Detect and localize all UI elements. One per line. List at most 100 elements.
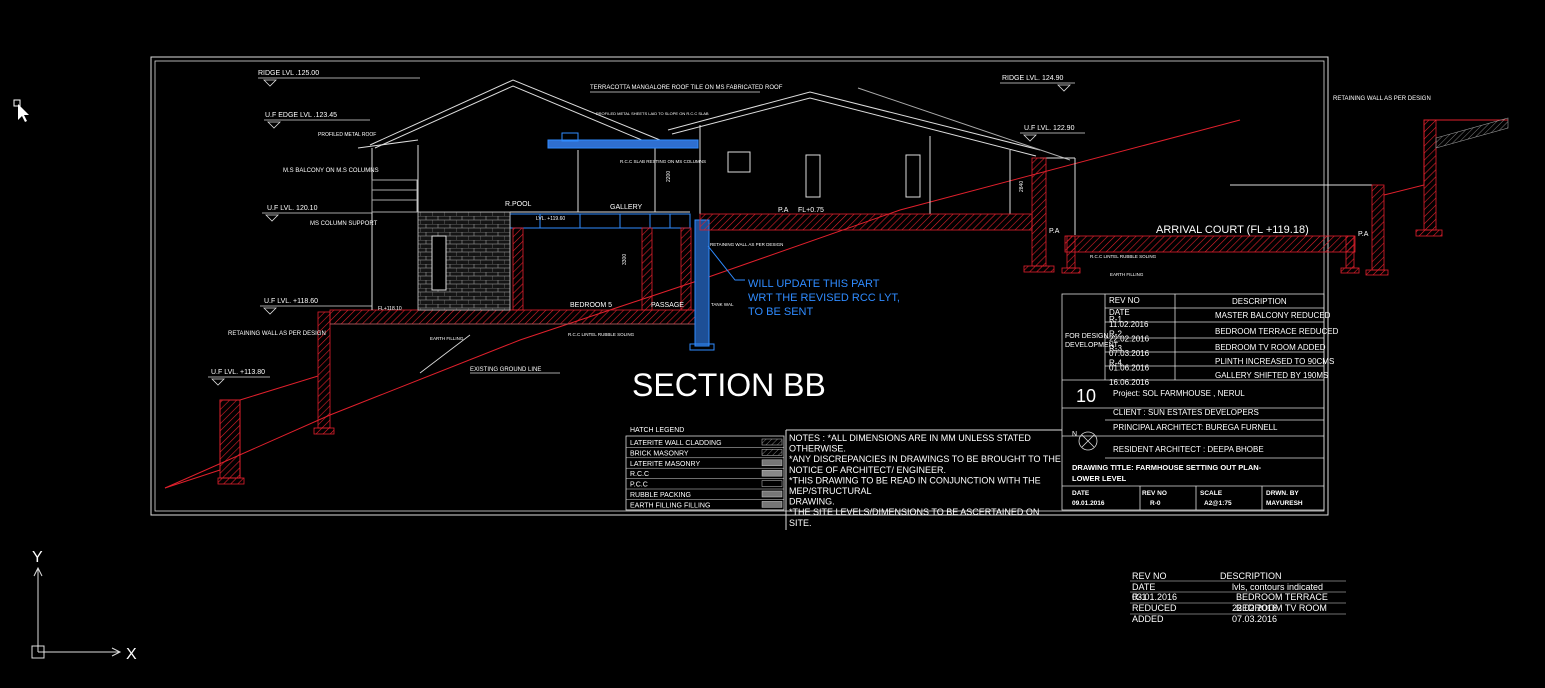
label-tank-wall: TANK WAL <box>711 302 734 307</box>
legend-item-label: LATERITE MASONRY <box>630 461 700 468</box>
loose-revision-table <box>1130 580 1346 615</box>
label-pa-2: P.A <box>1049 228 1060 235</box>
loose-row-rev: REDUCED <box>1132 603 1177 613</box>
legend-swatch <box>761 438 783 446</box>
label-terracotta: TERRACOTTA MANGALORE ROOF TILE ON MS FAB… <box>590 85 783 91</box>
loose-row-desc: BEDROOM TERRACE <box>1236 592 1328 602</box>
dim-2200: 2200 <box>666 171 672 182</box>
ucs-x-label: X <box>126 646 137 663</box>
right-retaining-post <box>1031 157 1047 267</box>
revision-date: 01.06.2016 <box>1109 364 1150 373</box>
for-design-label: FOR DESIGN <box>1065 333 1109 340</box>
label-retaining-right: RETAINING WALL AS PER DESIGN <box>1333 96 1431 102</box>
revno-value: R-0 <box>1150 500 1161 507</box>
revision-date: 11.02.2016 <box>1109 320 1149 329</box>
date-header: DATE <box>1109 308 1130 317</box>
loose-date-header: DATE <box>1132 582 1155 592</box>
note-line: NOTES : *ALL DIMENSIONS ARE IN MM UNLESS… <box>789 433 1031 443</box>
label-uf-edge: U.F EDGE LVL .123.45 <box>265 112 337 119</box>
label-profiled-roof: PROFILED METAL ROOF <box>318 132 376 138</box>
legend-swatch <box>761 449 783 456</box>
ucs-axis-icon <box>31 566 122 659</box>
label-bedroom: BEDROOM 5 <box>570 302 612 309</box>
label-r-pool: R.POOL <box>505 201 532 208</box>
loose-row-date: 07.03.2016 <box>1232 614 1277 624</box>
desc-header: DESCRIPTION <box>1232 297 1287 306</box>
note-line: DRAWING. <box>789 497 835 507</box>
label-existing-ground: EXISTING GROUND LINE <box>470 367 541 373</box>
rev-header: REV NO <box>1109 296 1140 305</box>
scale-label: SCALE <box>1200 490 1223 497</box>
label-ridge-right: RIDGE LVL. 124.90 <box>1002 75 1063 82</box>
hatch-legend-title: HATCH LEGEND <box>630 427 684 434</box>
lower-walls <box>512 219 715 351</box>
level-markers <box>208 77 1085 386</box>
revision-note-blue: WILL UPDATE THIS PART WRT THE REVISED RC… <box>707 245 900 318</box>
section-title: SECTION BB <box>632 367 826 403</box>
scale-value: A2@1:75 <box>1204 500 1232 507</box>
hatch-legend: HATCH LEGEND LATERITE WALL CLADDINGBRICK… <box>625 427 785 511</box>
pick-cursor-icon <box>13 99 29 122</box>
legend-swatch <box>761 501 783 508</box>
label-arrival-court: ARRIVAL COURT (FL +119.18) <box>1156 224 1309 236</box>
label-uf-118: U.F LVL. +118.60 <box>264 298 318 305</box>
loose-rev-header: REV NO <box>1132 571 1167 581</box>
left-building <box>357 79 699 310</box>
project-name: Project: SOL FARMHOUSE , NERUL <box>1113 389 1245 398</box>
label-ms-balcony: M.S BALCONY ON M.S COLUMNS <box>283 168 379 174</box>
blue-note-line-3: TO BE SENT <box>748 306 813 318</box>
label-earth-filling-right: EARTH FILLING <box>1110 272 1144 277</box>
drawing-frame-outer <box>150 56 1329 516</box>
drawing-title: DRAWING TITLE: FARMHOUSE SETTING OUT PLA… <box>1072 463 1262 472</box>
label-passage: PASSAGE <box>651 302 684 309</box>
label-profiled-sheets: PROFILED METAL SHEETS LAID TO SLOPE ON R… <box>596 111 709 116</box>
note-line: *THE SITE LEVELS/DIMENSIONS TO BE ASCERT… <box>789 507 1039 517</box>
label-fl-low: FL+118.10 <box>378 306 402 312</box>
note-line: MEP/STRUCTURAL <box>789 486 872 496</box>
right-floor-slab <box>699 213 1033 231</box>
revision-number: R-4 <box>1109 359 1122 368</box>
revision-number: R-1 <box>1109 315 1122 324</box>
dim-2840: 2840 <box>1019 181 1025 192</box>
right-retaining-footing <box>1023 265 1055 273</box>
legend-item-label: RUBBLE PACKING <box>630 492 691 499</box>
note-line: NOTICE OF ARCHITECT/ ENGINEER. <box>789 465 946 475</box>
label-rcc-lintel-right: R.C.C LINTEL RUBBLE SOLING <box>1090 254 1157 259</box>
date-value: 09.01.2016 <box>1072 500 1105 507</box>
revision-description: PLINTH INCREASED TO 90CMS <box>1215 357 1334 366</box>
revision-description: BEDROOM TV ROOM ADDED <box>1215 343 1326 352</box>
drawn-by-value: MAYURESH <box>1266 500 1303 507</box>
legend-item-label: R.C.C <box>630 471 649 478</box>
legend-item-label: LATERITE WALL CLADDING <box>630 440 722 447</box>
label-earth-filling: EARTH FILLING <box>430 336 464 341</box>
right-building <box>667 87 1076 235</box>
client-name: CLIENT : SUN ESTATES DEVELOPERS <box>1113 408 1259 417</box>
legend-item-label: EARTH FILLING FILLING <box>630 502 710 509</box>
loose-row-desc: lvls, contours indicated <box>1232 582 1323 592</box>
brick-wall-window <box>431 235 447 291</box>
legend-item-label: P.C.C <box>630 482 648 489</box>
drawing-title: LOWER LEVEL <box>1072 474 1127 483</box>
revision-number: R-3 <box>1109 344 1122 353</box>
principal-architect: PRINCIPAL ARCHITECT: BUREGA FURNELL <box>1113 423 1278 432</box>
label-rcc-slab: R.C.C SLAB RESTING ON MS COLUMNS <box>620 159 706 164</box>
blue-note-line-1: WILL UPDATE THIS PART <box>748 278 880 290</box>
north-arrow-icon <box>1078 431 1098 451</box>
revno-label: REV NO <box>1142 490 1167 497</box>
drawn-by-label: DRWN. BY <box>1266 490 1299 497</box>
revision-description: MASTER BALCONY REDUCED <box>1215 311 1331 320</box>
label-pa-left: P.A <box>778 207 789 214</box>
label-retaining-mid: RETAINING WALL AS PER DESIGN <box>710 242 783 247</box>
drawing-frame-inner <box>154 60 1325 512</box>
label-retaining-left: RETAINING WALL AS PER DESIGN <box>228 331 326 337</box>
loose-desc-header: DESCRIPTION <box>1220 571 1282 581</box>
label-lvl-pool: LVL. +119.60 <box>536 216 565 222</box>
revision-number: R-2 <box>1109 330 1122 339</box>
resident-architect: RESIDENT ARCHITECT : DEEPA BHOBE <box>1113 445 1264 454</box>
label-rcc-lintel: R.C.C LINTEL RUBBLE SOLING <box>568 332 635 337</box>
revision-description: BEDROOM TERRACE REDUCED <box>1215 327 1339 336</box>
loose-row-desc: BEDROOM TV ROOM <box>1236 603 1327 613</box>
legend-swatch <box>761 469 783 477</box>
arrival-court <box>1061 117 1509 276</box>
